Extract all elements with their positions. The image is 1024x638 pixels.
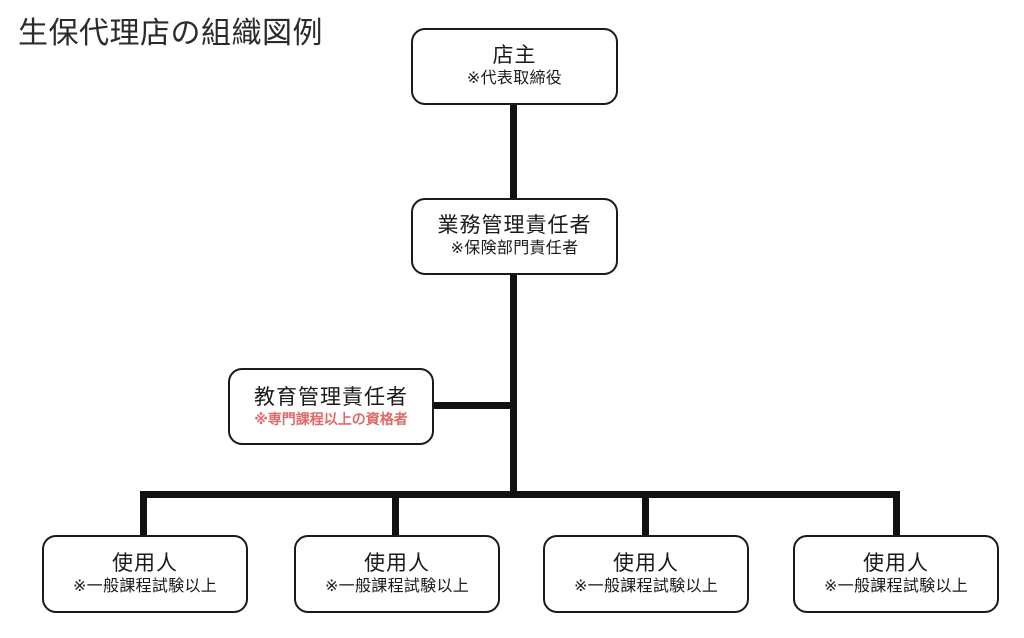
node-staff-2-note: ※一般課程試験以上 (324, 577, 470, 595)
page-title: 生保代理店の組織図例 (18, 17, 323, 50)
node-staff-4-title: 使用人 (863, 551, 929, 575)
connector-education-branch (432, 402, 512, 409)
node-staff-2-title: 使用人 (364, 551, 430, 575)
node-staff-1-note: ※一般課程試験以上 (72, 577, 218, 595)
node-staff-4[interactable]: 使用人 ※一般課程試験以上 (793, 535, 999, 613)
node-owner-note: ※代表取締役 (466, 70, 563, 88)
connector-manager-spine (510, 272, 517, 498)
connector-staff-distribution-bar (140, 491, 900, 498)
node-staff-1[interactable]: 使用人 ※一般課程試験以上 (42, 535, 248, 613)
connector-staff-drop-2 (392, 495, 399, 540)
node-owner[interactable]: 店主 ※代表取締役 (411, 28, 618, 105)
node-staff-2[interactable]: 使用人 ※一般課程試験以上 (294, 535, 500, 613)
connector-owner-to-manager (510, 103, 517, 201)
node-owner-title: 店主 (492, 44, 537, 68)
node-staff-3[interactable]: 使用人 ※一般課程試験以上 (543, 535, 749, 613)
node-staff-3-title: 使用人 (613, 551, 679, 575)
node-business-manager-note: ※保険部門責任者 (450, 240, 579, 258)
node-business-manager[interactable]: 業務管理責任者 ※保険部門責任者 (411, 198, 618, 275)
node-education-manager[interactable]: 教育管理責任者 ※専門課程以上の資格者 (228, 368, 434, 445)
node-staff-1-title: 使用人 (112, 551, 178, 575)
node-education-manager-title: 教育管理責任者 (254, 385, 408, 409)
node-business-manager-title: 業務管理責任者 (437, 214, 592, 238)
node-staff-4-note: ※一般課程試験以上 (823, 577, 969, 595)
connector-staff-drop-4 (893, 495, 900, 540)
node-education-manager-note: ※専門課程以上の資格者 (254, 410, 408, 427)
connector-staff-drop-1 (140, 495, 147, 540)
node-staff-3-note: ※一般課程試験以上 (573, 577, 719, 595)
connector-staff-drop-3 (642, 495, 649, 540)
